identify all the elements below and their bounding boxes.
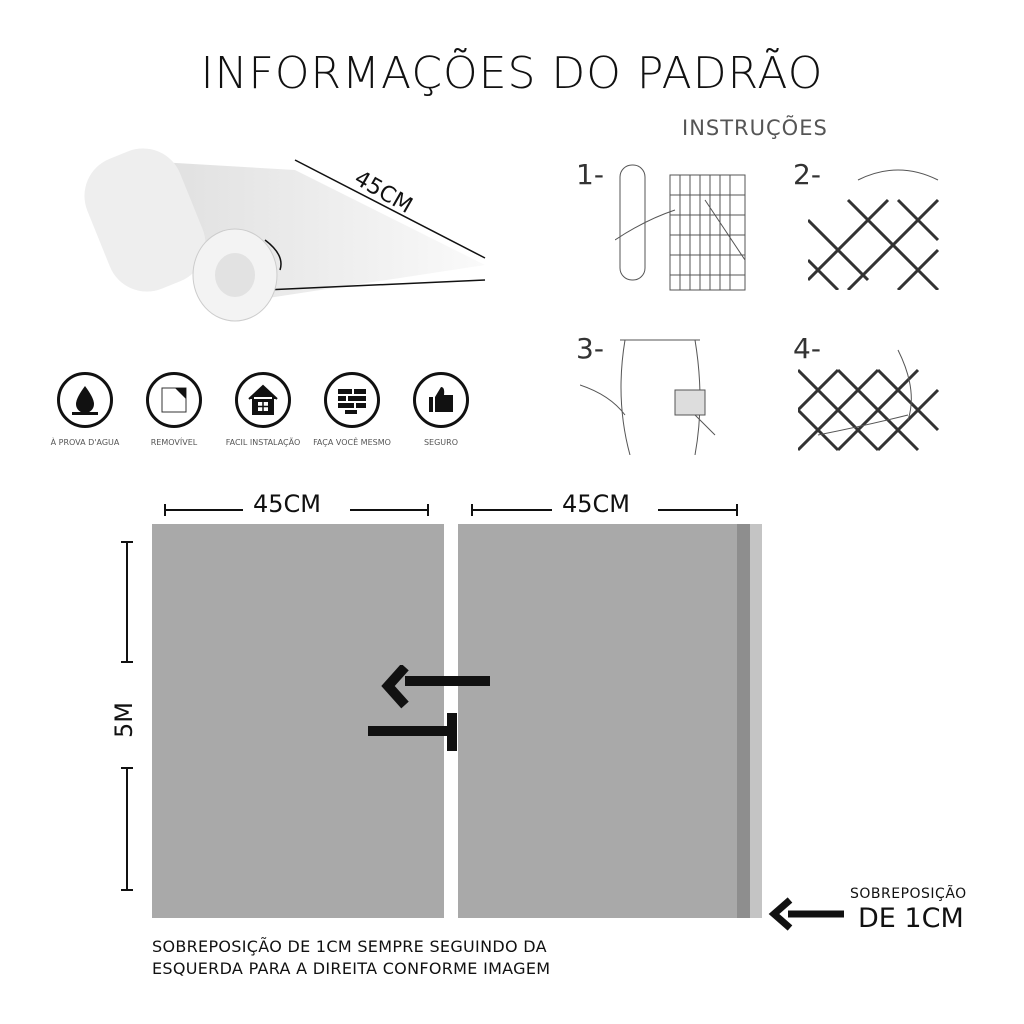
step-2-label: 2- — [793, 158, 821, 191]
step-4-illustration — [798, 349, 943, 452]
feature-label: FACIL INSTALAÇÃO — [225, 438, 301, 447]
caption: SOBREPOSIÇÃO DE 1CM SEMPRE SEGUINDO DA E… — [152, 936, 550, 980]
right-width-label: 45CM — [562, 490, 631, 518]
thumbs-up-icon — [413, 372, 469, 428]
overlap-label-line2: DE 1CM — [858, 903, 964, 934]
caption-line-2: ESQUERDA PARA A DIREITA CONFORME IMAGEM — [152, 959, 551, 978]
caption-line-1: SOBREPOSIÇÃO DE 1CM SEMPRE SEGUINDO DA — [152, 937, 547, 956]
peel-icon — [146, 372, 202, 428]
overlap-diagram-lines — [121, 504, 738, 891]
brick-wall-icon — [324, 372, 380, 428]
step-1-label: 1- — [576, 158, 604, 191]
left-width-label: 45CM — [253, 490, 322, 518]
wallpaper-roll-illustration — [84, 148, 486, 322]
overlap-arrow-icon — [768, 897, 844, 931]
feature-diy: FAÇA VOCÊ MESMO — [307, 372, 397, 448]
left-panel — [152, 524, 444, 918]
feature-safe: SEGURO — [396, 372, 486, 448]
feature-label: REMOVÍVEL — [150, 438, 198, 447]
step-4-label: 4- — [793, 332, 821, 365]
feature-label: SEGURO — [423, 438, 459, 447]
step-3-illustration — [580, 339, 716, 455]
step-1-illustration — [615, 164, 746, 291]
overlap-strip — [737, 524, 750, 918]
right-panel — [458, 524, 737, 918]
water-drop-icon — [57, 372, 113, 428]
overlap-edge — [750, 524, 762, 918]
features-row: À PROVA D'AGUA REMOVÍVEL FACIL INSTALAÇÃ… — [40, 372, 500, 472]
feature-removable: REMOVÍVEL — [129, 372, 219, 448]
instructions-heading: INSTRUÇÕES — [682, 116, 828, 140]
feature-label: À PROVA D'AGUA — [50, 438, 120, 447]
direction-arrows — [368, 665, 490, 751]
feature-label: FAÇA VOCÊ MESMO — [313, 438, 391, 447]
step-3-label: 3- — [576, 332, 604, 365]
step-2-illustration — [808, 169, 940, 290]
overlap-label-line1: SOBREPOSIÇÃO — [850, 886, 967, 902]
house-icon — [235, 372, 291, 428]
feature-easy-install: FACIL INSTALAÇÃO — [218, 372, 308, 448]
height-label: 5M — [109, 702, 138, 738]
feature-waterproof: À PROVA D'AGUA — [40, 372, 130, 448]
page-title: INFORMAÇÕES DO PADRÃO — [200, 48, 824, 99]
